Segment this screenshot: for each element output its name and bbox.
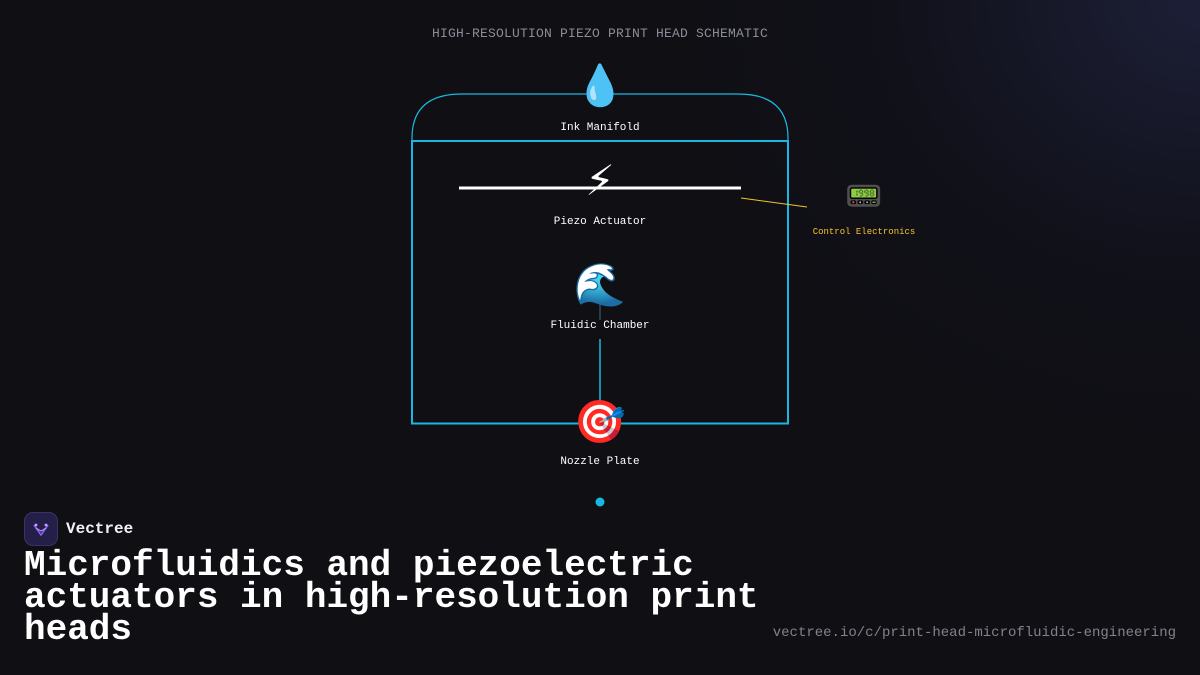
piezo-actuator-label: Piezo Actuator: [553, 216, 647, 228]
droplet-icon: 💧: [575, 63, 625, 109]
housing-top-outline: [411, 93, 789, 141]
pager-icon: 📟: [845, 179, 883, 214]
fluidic-chamber-label: Fluidic Chamber: [550, 320, 650, 332]
control-electronics-label: Control Electronics: [812, 227, 916, 237]
nozzle-plate-label: Nozzle Plate: [560, 456, 640, 468]
brand-name: Vectree: [66, 520, 134, 538]
ink-manifold-label: Ink Manifold: [560, 122, 640, 134]
lightning-icon: ⚡: [585, 156, 615, 205]
ejected-droplet: [595, 497, 605, 507]
control-link-line: [740, 197, 808, 208]
target-icon: 🎯: [573, 397, 627, 446]
brand: Vectree: [24, 512, 133, 546]
page-url: vectree.io/c/print-head-microfluidic-eng…: [772, 625, 1176, 641]
schematic-title: HIGH-RESOLUTION PIEZO PRINT HEAD SCHEMAT…: [431, 26, 769, 41]
housing-body-outline: [411, 140, 789, 425]
page-headline: Microfluidics and piezoelectric actuator…: [24, 545, 759, 650]
vectree-logo-icon: [24, 512, 58, 546]
wave-icon: 🌊: [573, 260, 627, 309]
